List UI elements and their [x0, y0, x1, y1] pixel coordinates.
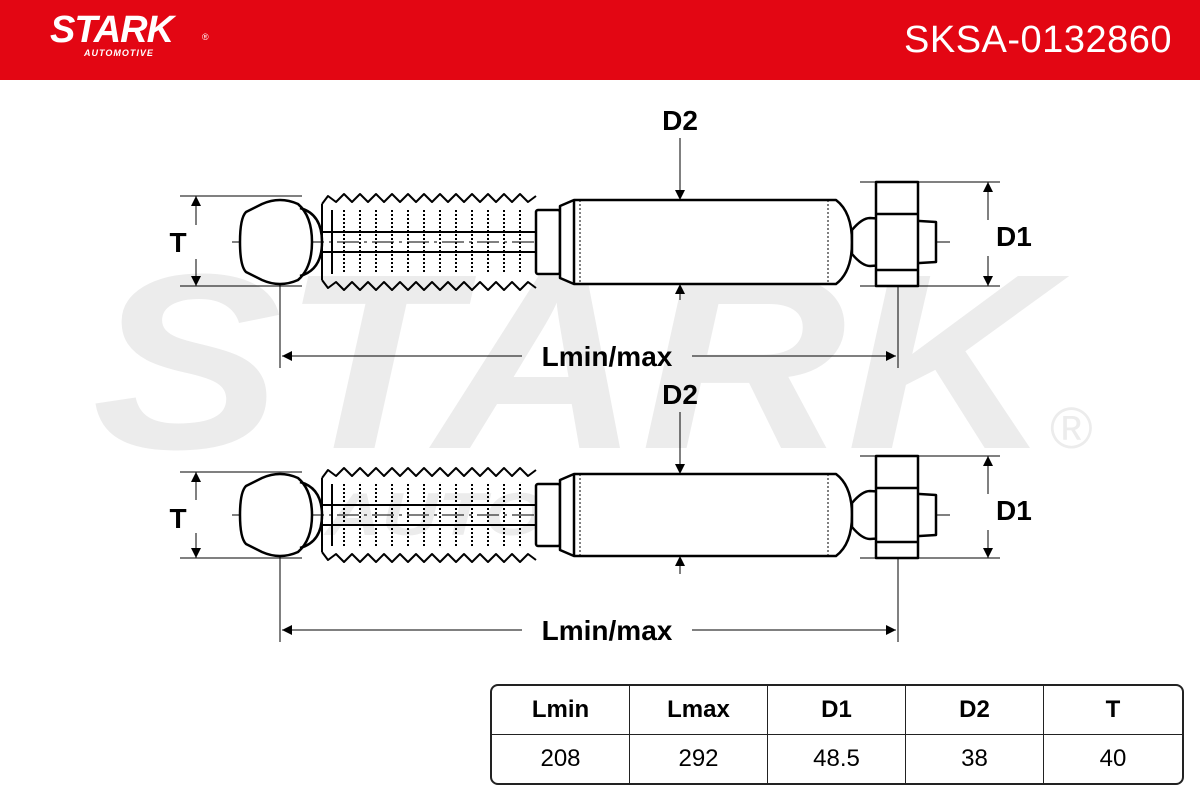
spec-value-t: 40: [1099, 745, 1127, 772]
top-label-lminmax: Lmin/max: [542, 341, 673, 372]
watermark-registered: ®: [1050, 396, 1093, 461]
bottom-lower-eye-mount: [238, 472, 324, 558]
bottom-body-tube: [558, 472, 854, 558]
bottom-label-lminmax: Lmin/max: [542, 615, 673, 646]
bottom-dust-boot: [321, 467, 537, 563]
top-dust-boot: [321, 193, 537, 291]
top-seal-cap: [534, 208, 562, 276]
brand-name: STARK: [50, 9, 174, 51]
top-dimension-lines: [195, 182, 989, 357]
spec-header-t: T: [1044, 686, 1182, 735]
top-body-tube: [558, 198, 854, 286]
spec-header-lmin: Lmin: [492, 686, 630, 735]
shock-absorber-top: [180, 138, 1000, 368]
top-label-d1: D1: [996, 221, 1032, 252]
top-upper-pin-mount: [850, 180, 938, 288]
bottom-label-t: T: [169, 503, 186, 534]
top-lower-eye-mount: [238, 198, 324, 286]
top-label-d2: D2: [662, 105, 698, 136]
spec-table: Lmin Lmax D1 D2 T 208 292 48.5 38 40: [490, 684, 1184, 785]
spec-value-lmax: 292: [630, 735, 768, 783]
brand-registered-mark: ®: [202, 32, 209, 42]
spec-header-d1: D1: [768, 686, 906, 735]
spec-value-d2: 38: [906, 735, 1044, 783]
spec-header-d2: D2: [906, 686, 1044, 735]
spec-value-lmin: 208: [492, 735, 630, 783]
bottom-dimension-lines: [195, 456, 989, 631]
spec-header-lmax: Lmax: [630, 686, 768, 735]
top-label-t: T: [169, 227, 186, 258]
header-bar: STARK AUTOMOTIVE ® SKSA-0132860: [0, 0, 1200, 80]
brand-subtitle: AUTOMOTIVE: [84, 48, 154, 58]
spec-table-value-row: 208 292 48.5 38 40: [492, 735, 1182, 783]
bottom-label-d2: D2: [662, 379, 698, 410]
bottom-upper-pin-mount: [850, 454, 938, 560]
part-number: SKSA-0132860: [904, 19, 1172, 61]
spec-value-d1: 48.5: [768, 735, 906, 783]
bottom-label-d1: D1: [996, 495, 1032, 526]
brand-logo: STARK AUTOMOTIVE ®: [50, 9, 209, 58]
shock-absorber-bottom: [180, 412, 1000, 642]
spec-table-header-row: Lmin Lmax D1 D2 T: [492, 686, 1182, 735]
bottom-seal-cap: [534, 482, 562, 548]
